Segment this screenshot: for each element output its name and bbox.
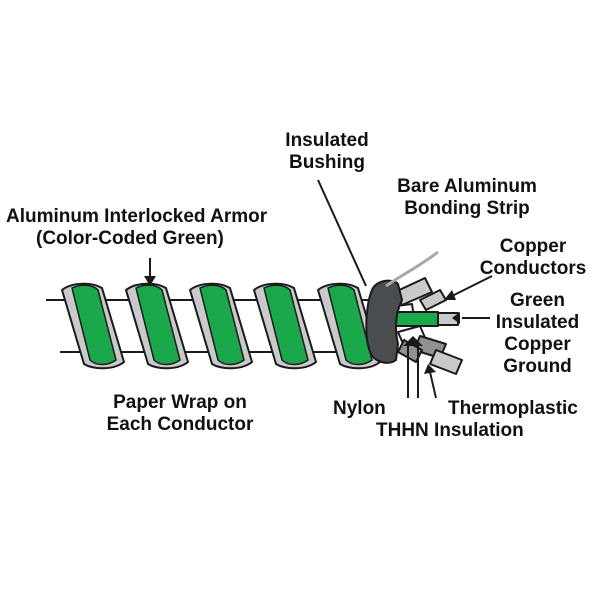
- label-armor-line-1: Aluminum Interlocked Armor: [6, 206, 268, 227]
- label-paper-line-2: Each Conductor: [106, 414, 254, 435]
- label-thhn-line-1: Thermoplastic: [448, 398, 578, 419]
- nylon-arrowhead: [403, 336, 423, 346]
- green-ground-conductor: [391, 311, 439, 327]
- armor-coil-green-band: [199, 284, 245, 366]
- label-bushing-line-1: Insulated: [285, 130, 369, 151]
- armor-coil-green-band: [263, 284, 309, 366]
- label-thhn-line-2: THHN Insulation: [376, 420, 524, 441]
- conductor-lower-3: [429, 349, 463, 375]
- bonding-strip: [385, 250, 439, 288]
- armor-arrowhead: [144, 276, 156, 286]
- label-nylon: Nylon: [333, 398, 403, 420]
- leader-arrowheads: [144, 276, 460, 374]
- label-ground-line-3: Copper: [504, 334, 571, 355]
- label-green-insulated-copper-ground: Green Insulated Copper Ground: [480, 290, 595, 378]
- label-bare-aluminum-bonding-strip: Bare Aluminum Bonding Strip: [382, 176, 552, 220]
- label-paper-line-1: Paper Wrap on: [113, 392, 247, 413]
- label-bonding-line-1: Bare Aluminum: [397, 176, 537, 197]
- label-copper-line-1: Copper: [499, 236, 567, 257]
- label-bonding-line-2: Bonding Strip: [404, 198, 530, 219]
- label-thermoplastic-thhn-insulation: Thermoplastic THHN Insulation: [376, 398, 596, 442]
- label-ground-line-1: Green: [510, 290, 565, 311]
- leader-lines: [149, 179, 493, 399]
- label-nylon-line-1: Nylon: [333, 398, 386, 419]
- label-aluminum-interlocked-armor: Aluminum Interlocked Armor (Color-Coded …: [6, 206, 306, 250]
- armor-coil-green-band: [71, 284, 117, 366]
- label-copper-conductors: Copper Conductors: [472, 236, 594, 280]
- label-copper-line-2: Conductors: [479, 258, 587, 279]
- armor-coil-green-band: [135, 284, 181, 366]
- label-ground-line-2: Insulated: [495, 312, 580, 333]
- copper-arrowhead: [444, 290, 456, 300]
- armor-coils: [60, 282, 382, 370]
- label-armor-line-2: (Color-Coded Green): [36, 228, 224, 249]
- label-ground-line-4: Ground: [503, 356, 572, 377]
- label-insulated-bushing: Insulated Bushing: [272, 130, 382, 174]
- label-paper-wrap: Paper Wrap on Each Conductor: [90, 392, 270, 436]
- thhn-arrowhead: [424, 364, 436, 374]
- label-bushing-line-2: Bushing: [289, 152, 365, 173]
- armor-coil-green-band: [327, 284, 373, 366]
- ground-arrowhead: [452, 312, 460, 324]
- insulated-bushing: [365, 279, 404, 364]
